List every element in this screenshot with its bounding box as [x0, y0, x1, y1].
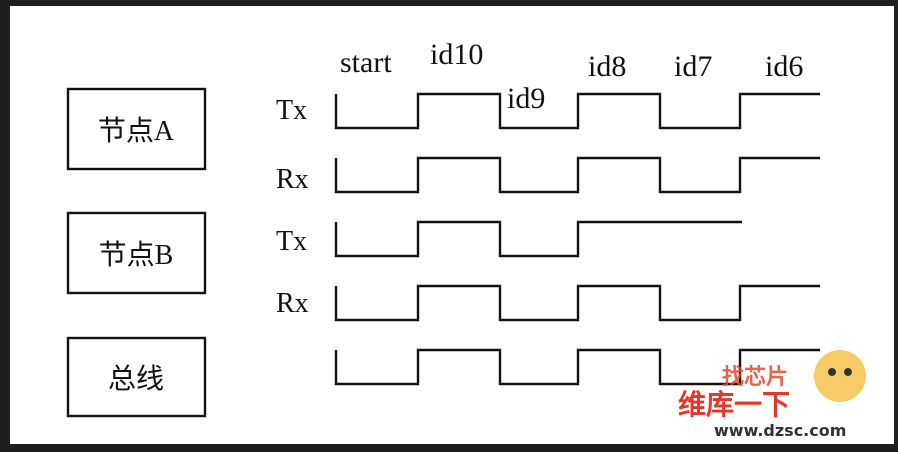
node-a-rx-label: Rx: [276, 164, 309, 195]
bit-label-id10: id10: [430, 38, 483, 71]
node-a-tx-label: Tx: [276, 95, 307, 126]
mascot-eye-icon: [828, 368, 836, 376]
node-b-label: 节点B: [99, 239, 174, 271]
node-b-box: 节点B: [66, 211, 207, 295]
bit-label-id9: id9: [507, 82, 545, 115]
bus-box: 总线: [66, 336, 207, 418]
mascot-icon: [814, 350, 866, 402]
bit-label-id7: id7: [674, 50, 712, 83]
mascot-eye-icon: [844, 368, 852, 376]
bus-label: 总线: [108, 363, 164, 395]
node-b-tx-waveform: [334, 220, 742, 258]
bit-label-start: start: [340, 46, 392, 79]
bit-label-id8: id8: [588, 50, 626, 83]
bus-waveform: [334, 348, 820, 386]
node-a-rx-waveform: [334, 156, 820, 194]
node-b-rx-label: Rx: [276, 288, 309, 319]
watermark-line3: 找芯片: [722, 365, 788, 390]
node-b-rx-waveform: [334, 284, 820, 322]
watermark-line1: 维库一下: [678, 388, 790, 421]
timing-diagram: 节点A 节点B 总线 Tx Rx Tx Rx start id10 id9 id…: [10, 6, 894, 444]
node-a-label: 节点A: [98, 115, 175, 147]
bit-label-id6: id6: [765, 50, 803, 83]
watermark: 找芯片 维库一下 www.dzsc.com: [678, 350, 866, 440]
timing-diagram-svg: 节点A 节点B 总线 Tx Rx Tx Rx start id10 id9 id…: [66, 38, 866, 440]
watermark-line2: www.dzsc.com: [714, 421, 846, 440]
node-a-tx-waveform: [334, 92, 820, 130]
node-a-box: 节点A: [66, 87, 207, 171]
node-b-tx-label: Tx: [276, 226, 307, 257]
